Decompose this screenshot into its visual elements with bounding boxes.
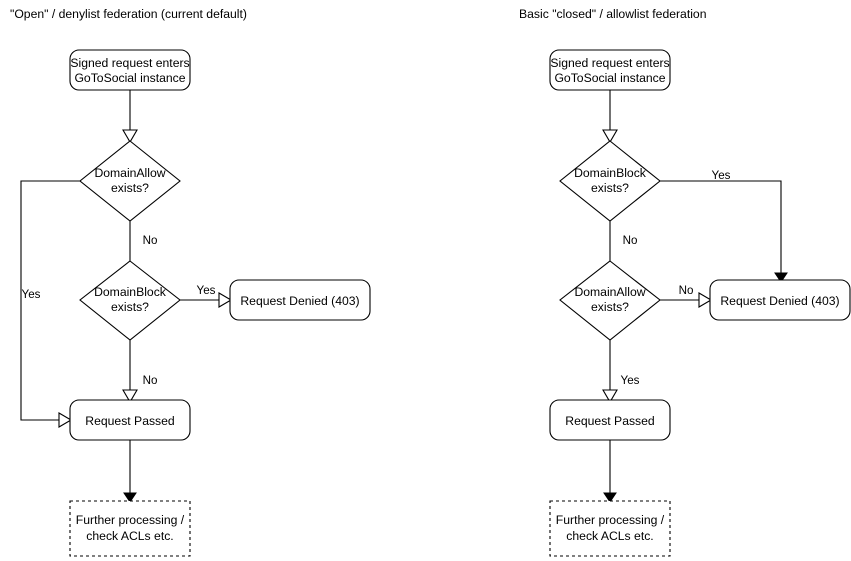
right-edge-label-block-yes: Yes <box>712 169 731 182</box>
right-decision-domainallow-line2: exists? <box>591 300 629 314</box>
left-arrowhead-block-yes <box>218 292 233 308</box>
left-arrowhead-allow <box>122 129 138 144</box>
left-edge-label-allow-no: No <box>143 234 158 247</box>
right-decision-domainblock-line2: exists? <box>591 181 629 195</box>
left-edge-allow-yes <box>20 180 80 421</box>
right-arrowhead-allow-yes <box>602 389 618 404</box>
right-start-label-line2: GoToSocial instance <box>554 71 665 85</box>
right-arrowhead-allow-no <box>698 292 713 308</box>
right-arrowhead-further <box>603 492 617 503</box>
right-decision-domainblock-line1: DomainBlock <box>574 166 647 180</box>
left-decision-domainallow-line1: DomainAllow <box>94 166 165 180</box>
left-decision-domainallow-line2: exists? <box>111 181 149 195</box>
right-request-passed-label: Request Passed <box>565 414 654 428</box>
left-further-processing-line2: check ACLs etc. <box>86 529 173 543</box>
right-edge-label-allow-no: No <box>679 284 694 297</box>
right-edge-label-allow-yes: Yes <box>621 374 640 387</box>
left-request-denied-label: Request Denied (403) <box>240 294 359 308</box>
panel-title-right: Basic "closed" / allowlist federation <box>519 7 707 21</box>
right-node-further-processing <box>549 500 671 557</box>
left-arrowhead-allow-yes <box>58 412 73 428</box>
left-decision-domainblock-line2: exists? <box>111 300 149 314</box>
left-arrowhead-block-no <box>122 389 138 404</box>
left-further-processing-line1: Further processing / <box>76 513 185 527</box>
left-node-request-denied <box>229 279 371 321</box>
left-arrowhead-further <box>123 492 137 503</box>
left-decision-domainblock-line1: DomainBlock <box>94 285 167 299</box>
right-edge-label-block-no: No <box>623 234 638 247</box>
right-decision-domainallow-line1: DomainAllow <box>574 285 645 299</box>
right-edge-block-yes <box>660 180 782 274</box>
left-node-further-processing <box>69 500 191 557</box>
right-request-denied-label: Request Denied (403) <box>720 294 839 308</box>
left-start-label-line1: Signed request enters <box>70 56 189 70</box>
right-arrowhead-block-yes <box>774 272 788 283</box>
right-arrowhead-block <box>602 129 618 144</box>
right-further-processing-line2: check ACLs etc. <box>566 529 653 543</box>
right-further-processing-line1: Further processing / <box>556 513 665 527</box>
left-edge-label-allow-yes: Yes <box>22 288 41 301</box>
right-start-label-line1: Signed request enters <box>550 56 669 70</box>
panel-title-left: "Open" / denylist federation (current de… <box>10 7 247 21</box>
left-edge-label-block-no: No <box>143 374 158 387</box>
left-edge-label-block-yes: Yes <box>197 284 216 297</box>
right-node-request-denied <box>709 279 851 321</box>
left-request-passed-label: Request Passed <box>85 414 174 428</box>
left-start-label-line2: GoToSocial instance <box>74 71 185 85</box>
